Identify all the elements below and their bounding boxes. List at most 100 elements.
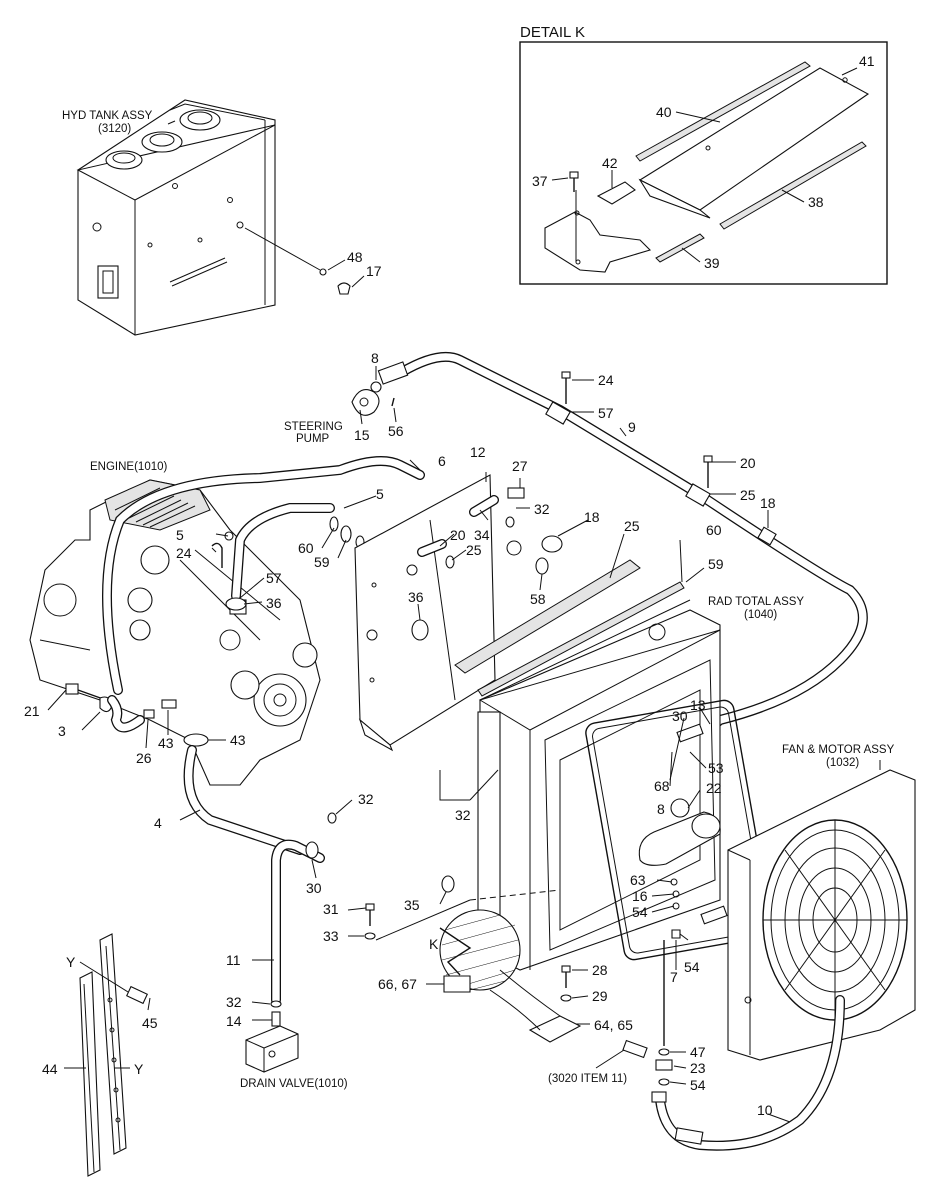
callout: Y [134, 1061, 144, 1077]
callout: 14 [226, 1013, 242, 1029]
hyd-tank-assy: HYD TANK ASSY (3120) 48 17 [62, 99, 382, 336]
callout: 21 [24, 703, 40, 719]
rad-total-code: (1040) [744, 609, 777, 621]
hose-10: 47 23 54 10 (3020 ITEM 11) [548, 940, 845, 1151]
callout: 47 [690, 1044, 706, 1060]
callout: 16 [632, 888, 648, 904]
callout: 26 [136, 750, 152, 766]
callout: 37 [532, 173, 548, 189]
engine-caption: ENGINE(1010) [90, 461, 168, 473]
callout: 25 [740, 487, 756, 503]
callout: 60 [706, 522, 722, 538]
fan-motor-assy: FAN & MOTOR ASSY (1032) [727, 744, 916, 1061]
callout: K [429, 936, 439, 952]
callout: 34 [474, 527, 490, 543]
callout: 44 [42, 1061, 58, 1077]
callout: 15 [354, 427, 370, 443]
callout: 20 [450, 527, 466, 543]
callout: Y [66, 954, 76, 970]
callout: 30 [306, 880, 322, 896]
callout: 48 [347, 249, 363, 265]
drain-valve-caption: DRAIN VALVE(1010) [240, 1078, 348, 1090]
callout: 35 [404, 897, 420, 913]
item-3020-caption: (3020 ITEM 11) [548, 1073, 627, 1085]
callout: 24 [176, 545, 192, 561]
callout: 31 [323, 901, 339, 917]
detail-k-circle: K 28 29 66, 67 64, 65 [378, 909, 633, 1043]
fan-motor-code: (1032) [826, 757, 859, 769]
callout: 63 [630, 872, 646, 888]
callout: 60 [298, 540, 314, 556]
callout: 56 [388, 423, 404, 439]
steering-pump-caption: STEERING [284, 421, 343, 433]
callout: 59 [314, 554, 330, 570]
callout: 43 [158, 735, 174, 751]
callout: 8 [371, 350, 379, 366]
detail-k-title: DETAIL K [520, 24, 585, 41]
seal-strips: Y 45 44 Y [42, 933, 158, 1177]
callout: 27 [512, 458, 528, 474]
callout: 33 [323, 928, 339, 944]
callout: 10 [757, 1102, 773, 1118]
callout: 6 [438, 453, 446, 469]
fan-motor-caption: FAN & MOTOR ASSY [782, 744, 895, 756]
callout: 7 [670, 969, 678, 985]
hoses-lower: 4 32 30 35 31 33 11 32 14 DRAIN VALVE(10… [154, 745, 561, 1090]
callout: 23 [690, 1060, 706, 1076]
shroud-panel: 12 27 32 34 20 25 36 [354, 444, 550, 752]
callout: 58 [530, 591, 546, 607]
callout: 11 [226, 952, 241, 968]
callout: 32 [534, 501, 550, 517]
callout: 32 [358, 791, 374, 807]
callout: 68 [654, 778, 670, 794]
callout: 66, 67 [378, 976, 417, 992]
radiator: 25 18 58 60 59 RAD TOTAL ASSY (1040) 30 … [454, 509, 804, 985]
callout: 45 [142, 1015, 158, 1031]
callout: 17 [366, 263, 382, 279]
callout: 5 [376, 486, 384, 502]
callout: 57 [598, 405, 614, 421]
rad-total-caption: RAD TOTAL ASSY [708, 596, 804, 608]
callout: 54 [632, 904, 648, 920]
callout: 54 [684, 959, 700, 975]
callout: 57 [266, 570, 282, 586]
callout: 28 [592, 962, 608, 978]
callout: 59 [708, 556, 724, 572]
callout: 39 [704, 255, 720, 271]
callout: 22 [706, 780, 722, 796]
callout: 4 [154, 815, 162, 831]
callout: 5 [176, 527, 184, 543]
callout: 54 [690, 1077, 706, 1093]
callout: 40 [656, 104, 672, 120]
hose-9: 8 24 57 9 15 56 STEERING PUMP 20 25 18 [284, 350, 868, 735]
callout: 29 [592, 988, 608, 1004]
callout: 12 [470, 444, 486, 460]
callout: 32 [226, 994, 242, 1010]
engine: ENGINE(1010) [24, 453, 446, 786]
callout: 38 [808, 194, 824, 210]
callout: 3 [58, 723, 66, 739]
callout: 41 [859, 53, 875, 69]
callout: 25 [466, 542, 482, 558]
callout: 30 [672, 708, 688, 724]
callout: 13 [690, 697, 706, 713]
callout: 24 [598, 372, 614, 388]
callout: 18 [584, 509, 600, 525]
callout: 64, 65 [594, 1017, 633, 1033]
hyd-tank-code: (3120) [98, 123, 131, 135]
callout: 36 [266, 595, 282, 611]
callout: 42 [602, 155, 618, 171]
callout: 8 [657, 801, 665, 817]
callout: 25 [624, 518, 640, 534]
callout: 32 [455, 807, 471, 823]
callout: 20 [740, 455, 756, 471]
callout: 36 [408, 589, 424, 605]
callout: 9 [628, 419, 636, 435]
detail-k-box: DETAIL K 41 40 42 37 38 39 [519, 24, 888, 285]
steering-pump-caption-2: PUMP [296, 433, 330, 445]
callout: 43 [230, 732, 246, 748]
callout: 53 [708, 760, 724, 776]
hyd-tank-caption: HYD TANK ASSY [62, 110, 153, 122]
callout: 18 [760, 495, 776, 511]
